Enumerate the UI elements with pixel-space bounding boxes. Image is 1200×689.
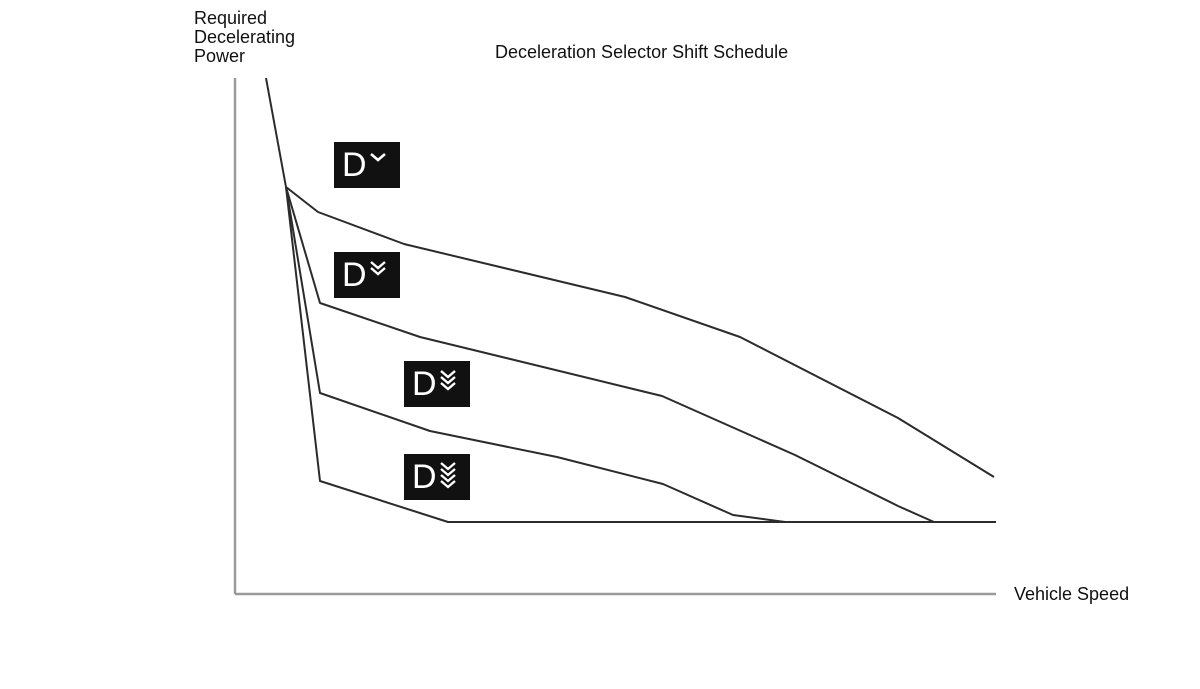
diagram-title: Deceleration Selector Shift Schedule bbox=[495, 42, 789, 62]
y-axis-label-line-1: Required bbox=[194, 8, 268, 28]
triple-chevron-down-icon bbox=[440, 370, 456, 391]
shift-boundary-line-4 bbox=[285, 186, 996, 523]
badge-letter: D bbox=[342, 256, 367, 294]
deceleration-level-2-badge: D bbox=[334, 252, 400, 298]
high-speed-shared-boundary bbox=[265, 77, 287, 188]
y-axis-label-line-3: Power bbox=[194, 46, 246, 66]
quadruple-chevron-down-icon bbox=[440, 462, 456, 489]
deceleration-level-3-badge: D bbox=[404, 361, 470, 407]
badge-letter: D bbox=[412, 458, 437, 496]
deceleration-level-1-badge: D bbox=[334, 142, 400, 188]
x-axis-label: Vehicle Speed bbox=[1014, 584, 1130, 604]
single-chevron-down-icon bbox=[370, 153, 386, 162]
deceleration-level-4-badge: D bbox=[404, 454, 470, 500]
y-axis-label: Required Decelerating Power bbox=[194, 9, 295, 66]
double-chevron-down-icon bbox=[370, 261, 386, 276]
shift-boundary-line-3 bbox=[285, 186, 786, 523]
badge-letter: D bbox=[412, 365, 437, 403]
shift-boundary-line-1 bbox=[285, 186, 995, 478]
badge-letter: D bbox=[342, 146, 367, 184]
shift-boundary-line-2 bbox=[285, 186, 996, 523]
y-axis-label-line-2: Decelerating bbox=[194, 27, 296, 47]
